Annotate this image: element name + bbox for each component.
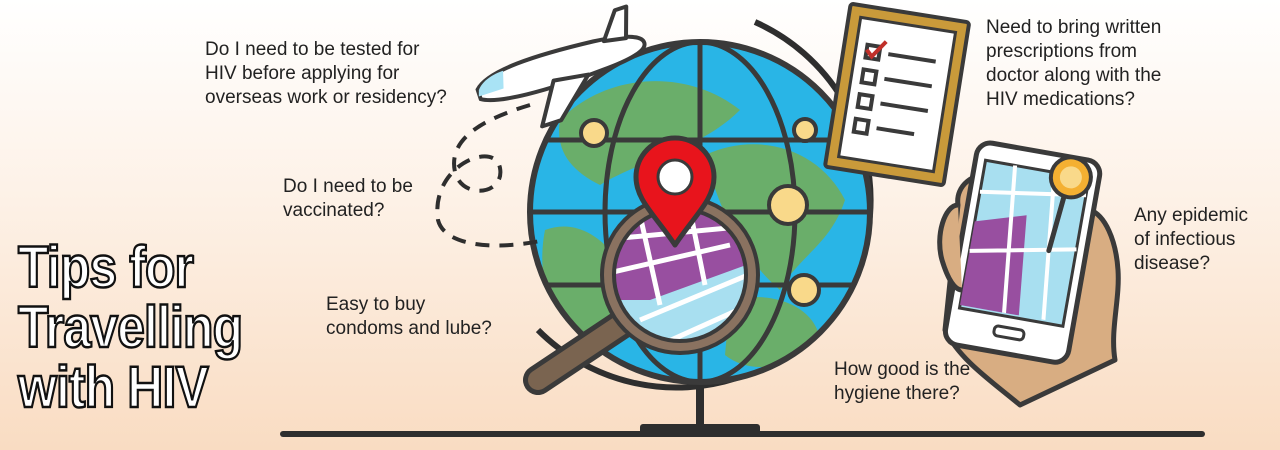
flight-path [435,103,546,248]
banner-title: Tips for Travelling with HIV [17,235,276,420]
question-hygiene: How good is the hygiene there? [834,359,971,404]
title-line: with HIV [17,355,210,420]
magnifier-icon [523,195,760,395]
question-epidemic: Any epidemic of infectious disease? [1134,205,1249,274]
checklist-icon [823,2,971,187]
airplane-icon [475,4,647,129]
question-condoms: Easy to buy condoms and lube? [326,294,492,339]
question-vaccination: Do I need to be vaccinated? [283,176,413,221]
hand-thumb [937,202,963,293]
question-prescriptions: Need to bring written prescriptions from… [986,17,1162,110]
title-line: Travelling [17,295,244,360]
map-pin-icon [633,135,717,248]
question-testing: Do I need to be tested for HIV before ap… [205,39,447,108]
smartphone-icon [942,140,1103,365]
title-line: Tips for [17,235,195,300]
